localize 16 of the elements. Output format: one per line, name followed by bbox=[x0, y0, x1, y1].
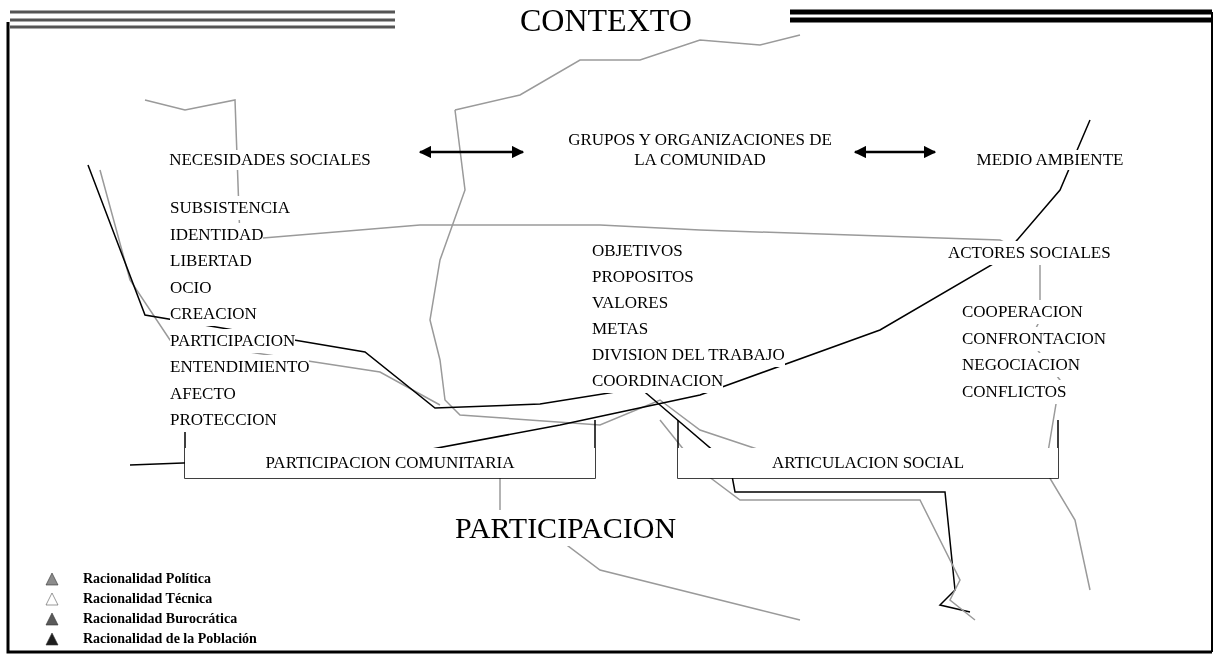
list-item: PARTICIPACION bbox=[170, 328, 296, 353]
list-item: CONFRONTACION bbox=[962, 326, 1107, 351]
list-item: COOPERACION bbox=[962, 300, 1083, 324]
double-arrow bbox=[418, 145, 525, 159]
list-item: CONFLICTOS bbox=[962, 379, 1067, 404]
legend-text: Racionalidad Técnica bbox=[83, 590, 213, 608]
legend-text: Racionalidad Política bbox=[83, 570, 211, 588]
double-arrow bbox=[853, 145, 937, 159]
bracket-label: ARTICULACION SOCIAL bbox=[678, 448, 1058, 478]
section-heading: PARTICIPACION bbox=[455, 510, 677, 546]
bracket-label: PARTICIPACION COMUNITARIA bbox=[185, 448, 595, 478]
legend-text: Racionalidad Burocrática bbox=[83, 610, 238, 628]
list-item: NEGOCIACION bbox=[962, 353, 1081, 377]
list-item: SUBSISTENCIA bbox=[170, 196, 290, 220]
legend-text: Racionalidad de la Población bbox=[83, 630, 257, 648]
group-heading: ACTORES SOCIALES bbox=[948, 241, 1111, 265]
